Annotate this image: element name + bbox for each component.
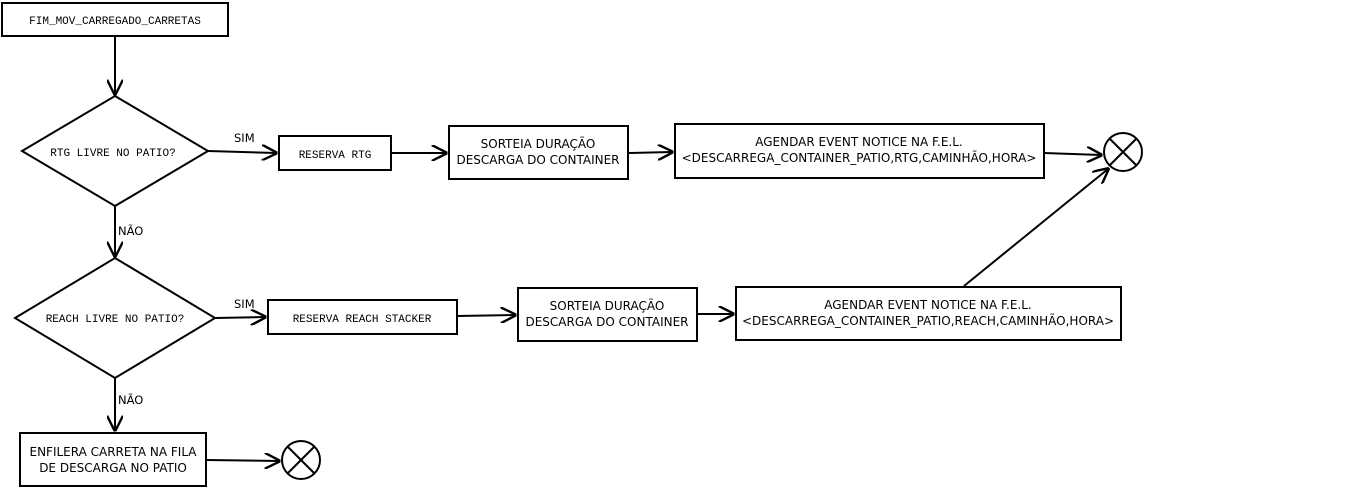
reserve-rtg-node: RESERVA RTG — [278, 135, 392, 171]
sort-rtg-line1: SORTEIA DURAÇÃO — [481, 136, 596, 151]
enqueue-node: ENFILERA CARRETA NA FILA DE DESCARGA NO … — [19, 432, 207, 487]
enqueue-line1: ENFILERA CARRETA NA FILA — [29, 445, 197, 459]
reserve-reach-label: RESERVA REACH STACKER — [293, 314, 432, 326]
arrow-reserve-reach-to-sort — [456, 315, 515, 316]
reserve-reach-node: RESERVA REACH STACKER — [267, 299, 458, 335]
sort-rtg-node: SORTEIA DURAÇÃO DESCARGA DO CONTAINER — [448, 125, 629, 180]
sort-rtg-line2: DESCARGA DO CONTAINER — [456, 153, 619, 167]
schedule-rtg-node: AGENDAR EVENT NOTICE NA F.E.L. <DESCARRE… — [674, 123, 1045, 179]
arrow-rtg-yes — [207, 151, 276, 153]
arrow-schedule-rtg-to-end — [1043, 153, 1101, 155]
label-reach-yes: SIM — [234, 297, 255, 311]
sort-reach-line2: DESCARGA DO CONTAINER — [525, 315, 688, 329]
arrow-enqueue-to-end — [205, 460, 279, 461]
decision-reach-label: REACH LIVRE NO PATIO? — [46, 314, 185, 326]
schedule-reach-line2: <DESCARREGA_CONTAINER_PATIO,REACH,CAMINH… — [742, 313, 1114, 328]
decision-rtg-label: RTG LIVRE NO PATIO? — [50, 148, 175, 160]
start-label: FIM_MOV_CARREGADO_CARRETAS — [29, 16, 201, 28]
label-rtg-yes: SIM — [234, 131, 255, 145]
end-terminator-top — [1103, 132, 1143, 172]
decision-reach: REACH LIVRE NO PATIO? — [13, 256, 217, 380]
schedule-reach-line1: AGENDAR EVENT NOTICE NA F.E.L. — [824, 298, 1032, 312]
schedule-reach-node: AGENDAR EVENT NOTICE NA F.E.L. <DESCARRE… — [735, 286, 1122, 341]
schedule-rtg-line1: AGENDAR EVENT NOTICE NA F.E.L. — [755, 135, 963, 149]
sort-reach-line1: SORTEIA DURAÇÃO — [550, 298, 665, 313]
arrow-schedule-reach-to-end — [963, 169, 1108, 287]
reserve-rtg-label: RESERVA RTG — [299, 150, 372, 162]
start-node: FIM_MOV_CARREGADO_CARRETAS — [1, 2, 229, 37]
enqueue-line2: DE DESCARGA NO PATIO — [39, 461, 187, 475]
schedule-rtg-line2: <DESCARREGA_CONTAINER_PATIO,RTG,CAMINHÃO… — [682, 150, 1037, 165]
arrow-reach-yes — [214, 317, 265, 318]
label-rtg-no: NÃO — [118, 223, 143, 238]
end-terminator-bottom — [281, 440, 321, 480]
decision-rtg: RTG LIVRE NO PATIO? — [20, 94, 210, 208]
arrow-sort-rtg-to-schedule — [627, 152, 672, 153]
sort-reach-node: SORTEIA DURAÇÃO DESCARGA DO CONTAINER — [517, 287, 698, 342]
label-reach-no: NÃO — [118, 392, 143, 407]
